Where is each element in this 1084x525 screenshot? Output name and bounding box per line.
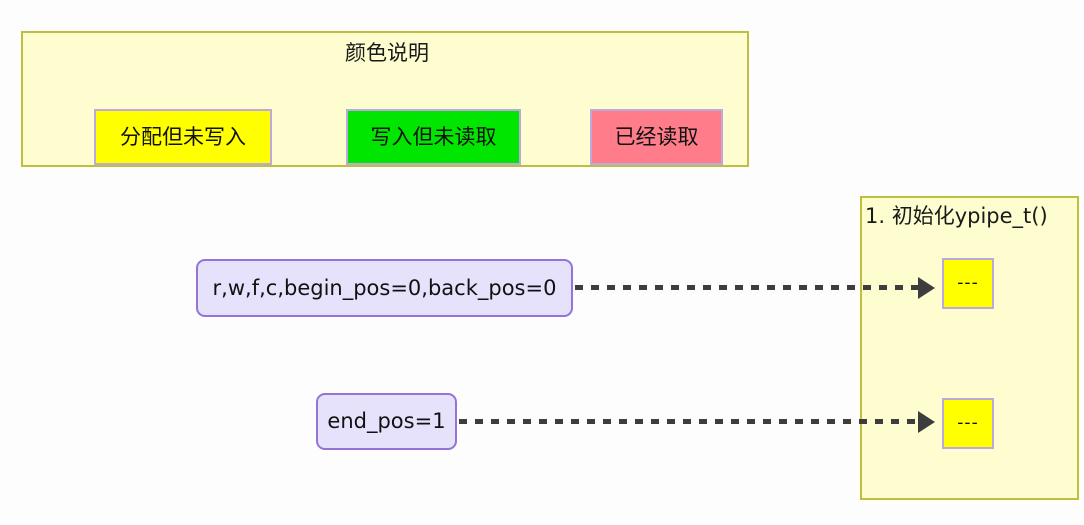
state-node-pointers: r,w,f,c,begin_pos=0,back_pos=0 xyxy=(196,259,573,317)
state-node-label: r,w,f,c,begin_pos=0,back_pos=0 xyxy=(212,275,557,300)
color-legend-panel: 颜色说明 分配但未写入 写入但未读取 已经读取 xyxy=(21,31,749,167)
legend-swatch-written-not-read: 写入但未读取 xyxy=(346,109,521,165)
dashed-connector-line xyxy=(575,285,919,290)
legend-swatch-label: 已经读取 xyxy=(614,124,699,149)
legend-swatch-already-read: 已经读取 xyxy=(590,109,723,165)
dashed-connector-line xyxy=(459,419,919,424)
state-node-label: end_pos=1 xyxy=(327,409,446,433)
legend-swatch-allocated-not-written: 分配但未写入 xyxy=(94,109,272,165)
queue-slot-label: --- xyxy=(957,413,979,433)
queue-slot-box: --- xyxy=(942,258,994,309)
legend-swatch-label: 写入但未读取 xyxy=(370,124,497,149)
state-node-end-pos: end_pos=1 xyxy=(316,393,457,450)
legend-swatch-label: 分配但未写入 xyxy=(120,124,246,149)
arrowhead-icon xyxy=(918,411,935,433)
step-panel-init-ypipe: 1. 初始化ypipe_t() --- --- xyxy=(860,196,1079,500)
step-panel-title: 1. 初始化ypipe_t() xyxy=(865,204,1048,228)
queue-slot-label: --- xyxy=(957,273,979,293)
queue-slot-box: --- xyxy=(942,398,994,449)
arrowhead-icon xyxy=(918,277,935,299)
legend-title: 颜色说明 xyxy=(345,41,429,65)
